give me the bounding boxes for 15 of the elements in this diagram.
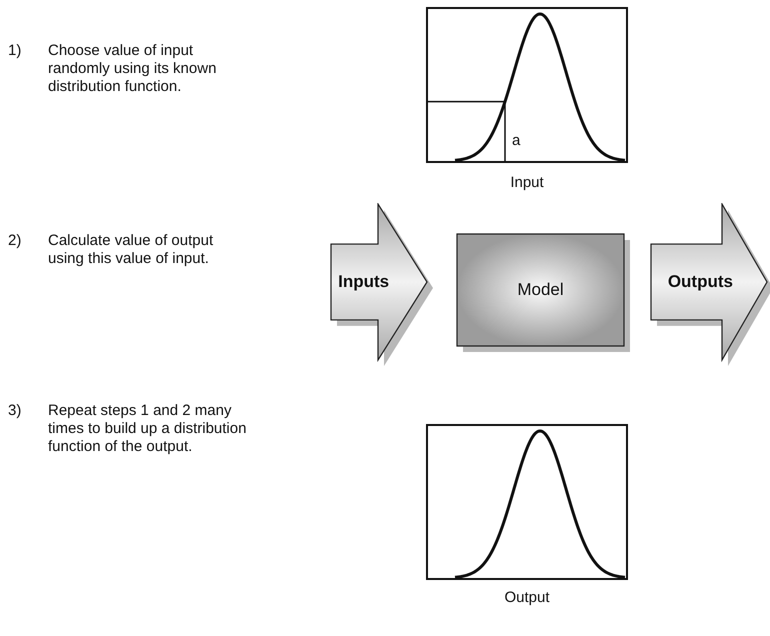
input-arrow	[330, 203, 434, 367]
arrow-label: Outputs	[668, 272, 733, 292]
arrow-label: Inputs	[338, 272, 390, 292]
plot-caption: Output	[503, 589, 551, 607]
step-number: 2)	[8, 232, 22, 250]
step-number: 3)	[8, 402, 22, 420]
step-number: 1)	[8, 42, 22, 60]
step-text: Repeat steps 1 and 2 many times to build up a distribution function of the output.	[48, 402, 248, 456]
point-label: a	[512, 132, 520, 150]
step-text: Choose value of input randomly using its known distribution function.	[48, 42, 218, 96]
box-label: Model	[517, 280, 564, 300]
step-text: Calculate value of output using this value of input.	[48, 232, 214, 268]
plot-caption: Input	[509, 174, 545, 192]
output-arrow	[650, 203, 770, 367]
model-box	[456, 233, 631, 353]
